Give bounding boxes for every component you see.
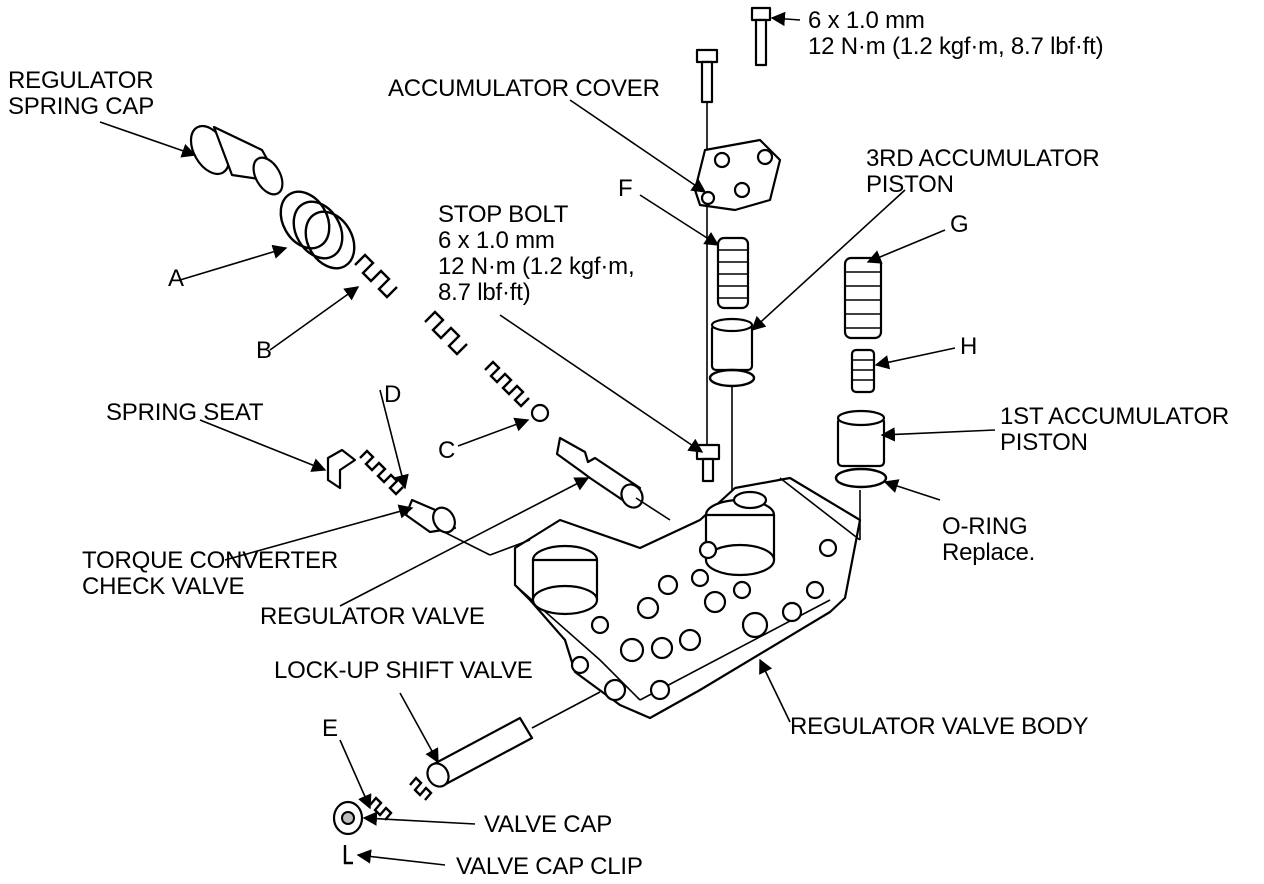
bolt-cover (695, 48, 719, 470)
first-accumulator-piston (834, 409, 888, 489)
torque-converter-check-valve-label: TORQUE CONVERTER CHECK VALVE (82, 547, 338, 600)
bolt-spec-label: 6 x 1.0 mm 12 N·m (1.2 kgf·m, 8.7 lbf·ft… (808, 7, 1104, 60)
torque-converter-check-valve (404, 498, 457, 534)
bolt-top (750, 6, 772, 67)
third-accumulator-piston (708, 317, 756, 490)
third-accumulator-piston-label: 3RD ACCUMULATOR PISTON (866, 145, 1100, 198)
spring-b (354, 253, 468, 356)
valve-cap-clip-label: VALVE CAP CLIP (456, 853, 643, 880)
spring-f (716, 236, 750, 310)
spring-seat-label: SPRING SEAT (106, 399, 264, 426)
valve-cap (332, 800, 364, 836)
spring-h (850, 348, 876, 394)
regulator-spring-cap (189, 125, 284, 196)
label-d: D (384, 381, 402, 408)
lock-up-shift-valve-label: LOCK-UP SHIFT VALVE (274, 657, 533, 684)
accumulator-cover (693, 138, 782, 212)
valve-cap-clip (343, 845, 353, 865)
label-h: H (960, 333, 978, 360)
leader-lines (99, 11, 996, 866)
spring-d (359, 449, 404, 496)
stop-bolt-label: STOP BOLT 6 x 1.0 mm 12 N·m (1.2 kgf·m, … (438, 201, 635, 306)
label-b: B (256, 337, 272, 364)
regulator-valve-body-label: REGULATOR VALVE BODY (790, 713, 1089, 740)
spring-a (279, 190, 356, 270)
regulator-spring-cap-label: REGULATOR SPRING CAP (8, 67, 155, 120)
label-e: E (322, 715, 338, 742)
accumulator-cover-label: ACCUMULATOR COVER (388, 75, 660, 102)
regulator-valve-body (513, 476, 862, 720)
first-accumulator-piston-label: 1ST ACCUMULATOR PISTON (1000, 403, 1230, 456)
label-a: A (168, 265, 184, 292)
label-g: G (950, 211, 969, 238)
spring-g (843, 256, 883, 340)
regulator-valve (555, 436, 644, 509)
spring-seat (326, 448, 357, 490)
o-ring-label: O-RING Replace. (942, 513, 1036, 566)
label-c: C (438, 437, 456, 464)
valve-cap-label: VALVE CAP (484, 811, 613, 838)
spring-c (484, 360, 550, 423)
lock-up-shift-valve (426, 691, 601, 788)
spring-e (369, 776, 433, 821)
label-f: F (618, 175, 633, 202)
regulator-valve-label: REGULATOR VALVE (260, 603, 485, 630)
